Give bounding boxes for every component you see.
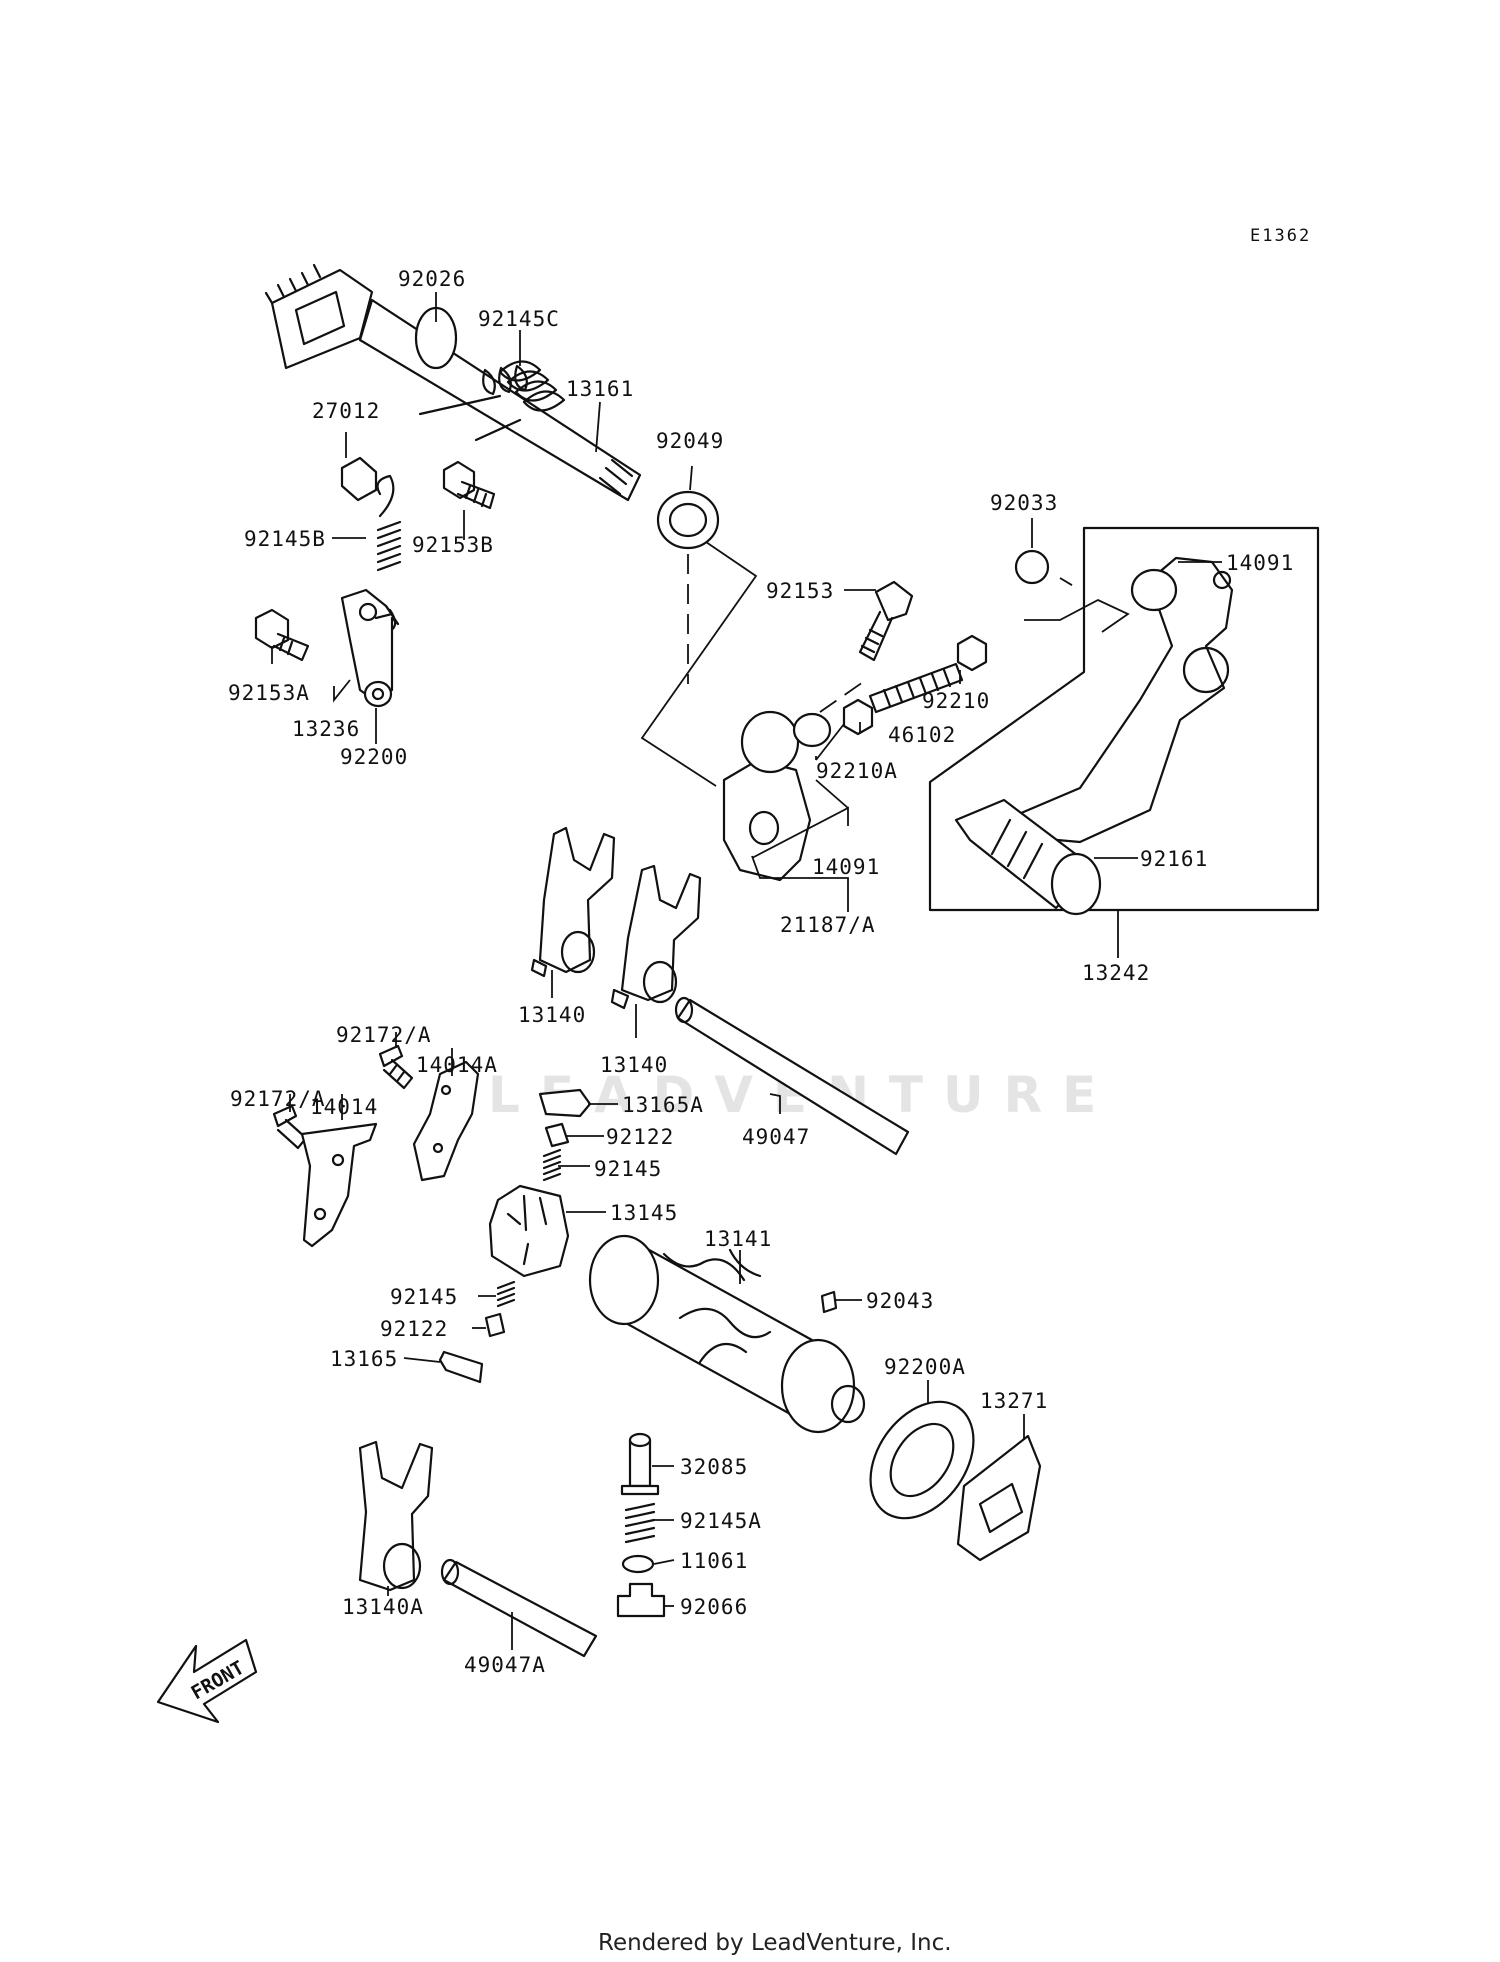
part-label-13236: 13236 bbox=[292, 717, 360, 741]
nut-92210a bbox=[842, 698, 874, 736]
spring-92145c bbox=[418, 360, 566, 442]
part-label-92200a: 92200A bbox=[884, 1355, 966, 1379]
part-label-32085: 32085 bbox=[680, 1455, 748, 1479]
footpeg-92161 bbox=[954, 798, 1102, 916]
part-label-46102: 46102 bbox=[888, 723, 956, 747]
bolt-92153b bbox=[442, 460, 496, 510]
tie-rod-46102 bbox=[868, 662, 964, 714]
part-label-92145c: 92145C bbox=[478, 307, 560, 331]
bolt-92153a bbox=[254, 608, 310, 662]
leader-lines bbox=[271, 292, 1222, 1650]
bolt-92153 bbox=[858, 580, 914, 662]
part-label-92122-2: 92122 bbox=[380, 1317, 448, 1341]
rod-49047a bbox=[440, 1558, 598, 1658]
plunger-92122-2 bbox=[484, 1312, 506, 1338]
washer-92200 bbox=[363, 680, 393, 708]
part-label-14014a: 14014A bbox=[416, 1053, 498, 1077]
spring-92145-1 bbox=[542, 1148, 562, 1182]
collar-27012 bbox=[340, 456, 378, 502]
part-labels: 92026 92145C 13161 27012 92049 92145B 92… bbox=[228, 267, 1294, 1677]
pin-92043 bbox=[820, 1290, 838, 1314]
cam-13271 bbox=[956, 1434, 1042, 1562]
part-label-92210: 92210 bbox=[922, 689, 990, 713]
part-label-92122-1: 92122 bbox=[606, 1125, 674, 1149]
part-label-92153: 92153 bbox=[766, 579, 834, 603]
part-label-13165: 13165 bbox=[330, 1347, 398, 1371]
fork-13140-2 bbox=[610, 864, 702, 1010]
part-label-13141: 13141 bbox=[704, 1227, 772, 1251]
part-label-21187a: 21187/A bbox=[780, 913, 876, 937]
part-label-14014: 14014 bbox=[310, 1095, 378, 1119]
shift-drum-13141 bbox=[588, 1234, 866, 1434]
part-label-13165a: 13165A bbox=[622, 1093, 704, 1117]
part-label-13242: 13242 bbox=[1082, 961, 1150, 985]
nut-92210 bbox=[956, 634, 988, 672]
circlip-92033 bbox=[1014, 549, 1050, 585]
diagram-code: E1362 bbox=[1250, 226, 1311, 246]
detent-13165a bbox=[538, 1088, 592, 1118]
plug-92066 bbox=[616, 1582, 666, 1618]
detent-13165 bbox=[438, 1350, 484, 1384]
part-label-13161: 13161 bbox=[566, 377, 634, 401]
part-label-92200: 92200 bbox=[340, 745, 408, 769]
spring-92145-2 bbox=[496, 1280, 516, 1308]
part-label-92172a-1: 92172/A bbox=[336, 1023, 432, 1047]
linkage-21187 bbox=[722, 710, 832, 882]
part-label-49047a: 49047A bbox=[464, 1653, 546, 1677]
part-label-27012: 27012 bbox=[312, 399, 380, 423]
spring-92145b bbox=[375, 474, 402, 634]
front-arrow-icon: FRONT bbox=[156, 1638, 258, 1724]
part-label-92145-2: 92145 bbox=[390, 1285, 458, 1309]
part-label-92043: 92043 bbox=[866, 1289, 934, 1313]
plunger-92122-1 bbox=[544, 1122, 570, 1148]
pin-92172a-1 bbox=[378, 1044, 414, 1090]
part-label-49047: 49047 bbox=[742, 1125, 810, 1149]
part-label-13140-1: 13140 bbox=[518, 1003, 586, 1027]
part-label-14091-top: 14091 bbox=[1226, 551, 1294, 575]
shift-pedal-box-13242 bbox=[928, 526, 1320, 912]
part-label-92210a: 92210A bbox=[816, 759, 898, 783]
part-label-11061: 11061 bbox=[680, 1549, 748, 1573]
fork-13140a bbox=[358, 1440, 434, 1592]
rod-49047 bbox=[674, 996, 910, 1156]
holder-13145 bbox=[488, 1184, 570, 1278]
part-label-13140-2: 13140 bbox=[600, 1053, 668, 1077]
plate-14014 bbox=[300, 1122, 378, 1248]
part-label-92066: 92066 bbox=[680, 1595, 748, 1619]
plug-32085 bbox=[620, 1432, 660, 1496]
shift-pedal bbox=[998, 556, 1234, 844]
footer-credit: Rendered by LeadVenture, Inc. bbox=[598, 1930, 952, 1956]
part-label-92145b: 92145B bbox=[244, 527, 326, 551]
part-label-92049: 92049 bbox=[656, 429, 724, 453]
fork-13140-1 bbox=[530, 826, 616, 978]
part-label-92161: 92161 bbox=[1140, 847, 1208, 871]
arm-13236 bbox=[340, 588, 400, 702]
spring-92145a bbox=[624, 1502, 656, 1544]
part-label-92153b: 92153B bbox=[412, 533, 494, 557]
part-label-92153a: 92153A bbox=[228, 681, 310, 705]
bearing-92049 bbox=[656, 490, 720, 550]
part-label-92145-1: 92145 bbox=[594, 1157, 662, 1181]
part-label-13145: 13145 bbox=[610, 1201, 678, 1225]
part-label-92172a-2: 92172/A bbox=[230, 1087, 326, 1111]
washer-92200a bbox=[869, 1400, 975, 1520]
part-label-92033: 92033 bbox=[990, 491, 1058, 515]
plate-14014a bbox=[412, 1060, 480, 1182]
part-label-13140a: 13140A bbox=[342, 1595, 424, 1619]
part-label-92026: 92026 bbox=[398, 267, 466, 291]
part-label-14091-mid: 14091 bbox=[812, 855, 880, 879]
pin-92172a-2 bbox=[272, 1104, 308, 1150]
part-label-92145a: 92145A bbox=[680, 1509, 762, 1533]
part-label-13271: 13271 bbox=[980, 1389, 1048, 1413]
washer-11061 bbox=[621, 1554, 655, 1574]
